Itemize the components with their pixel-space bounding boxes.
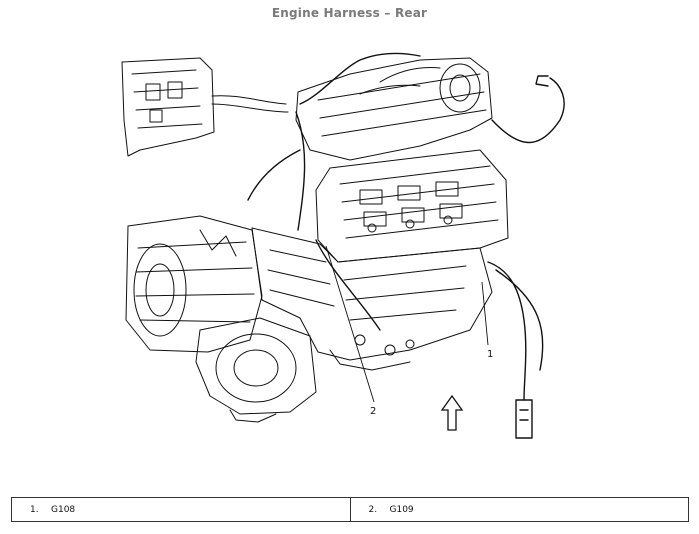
legend-label: G109 <box>389 504 414 515</box>
callout-2-leader <box>325 245 375 403</box>
legend-number: 1. <box>30 504 39 515</box>
legend-number: 2. <box>368 504 378 515</box>
diagram-title: Engine Harness – Rear <box>271 6 428 20</box>
front-direction-arrow-icon <box>440 394 464 431</box>
legend-cell-2: 2. G109 <box>349 498 689 521</box>
intake-manifold <box>295 57 493 161</box>
upper-left-bracket <box>121 57 289 157</box>
transmission <box>125 215 263 353</box>
legend-cell-1: 1. G108 <box>12 498 350 521</box>
bellhousing <box>195 317 317 423</box>
engine-harness-wires <box>247 52 565 439</box>
callout-leaders <box>325 245 489 403</box>
cylinder-head <box>315 149 509 263</box>
engine-harness-diagram: 1 2 <box>121 52 565 439</box>
callout-1-leader <box>481 281 489 346</box>
legend-table: 1. G108 2. G109 <box>11 497 689 522</box>
callout-1-number: 1 <box>487 349 493 360</box>
legend-label: G108 <box>51 504 76 515</box>
engine-block <box>251 227 493 371</box>
callout-2-number: 2 <box>370 406 376 417</box>
